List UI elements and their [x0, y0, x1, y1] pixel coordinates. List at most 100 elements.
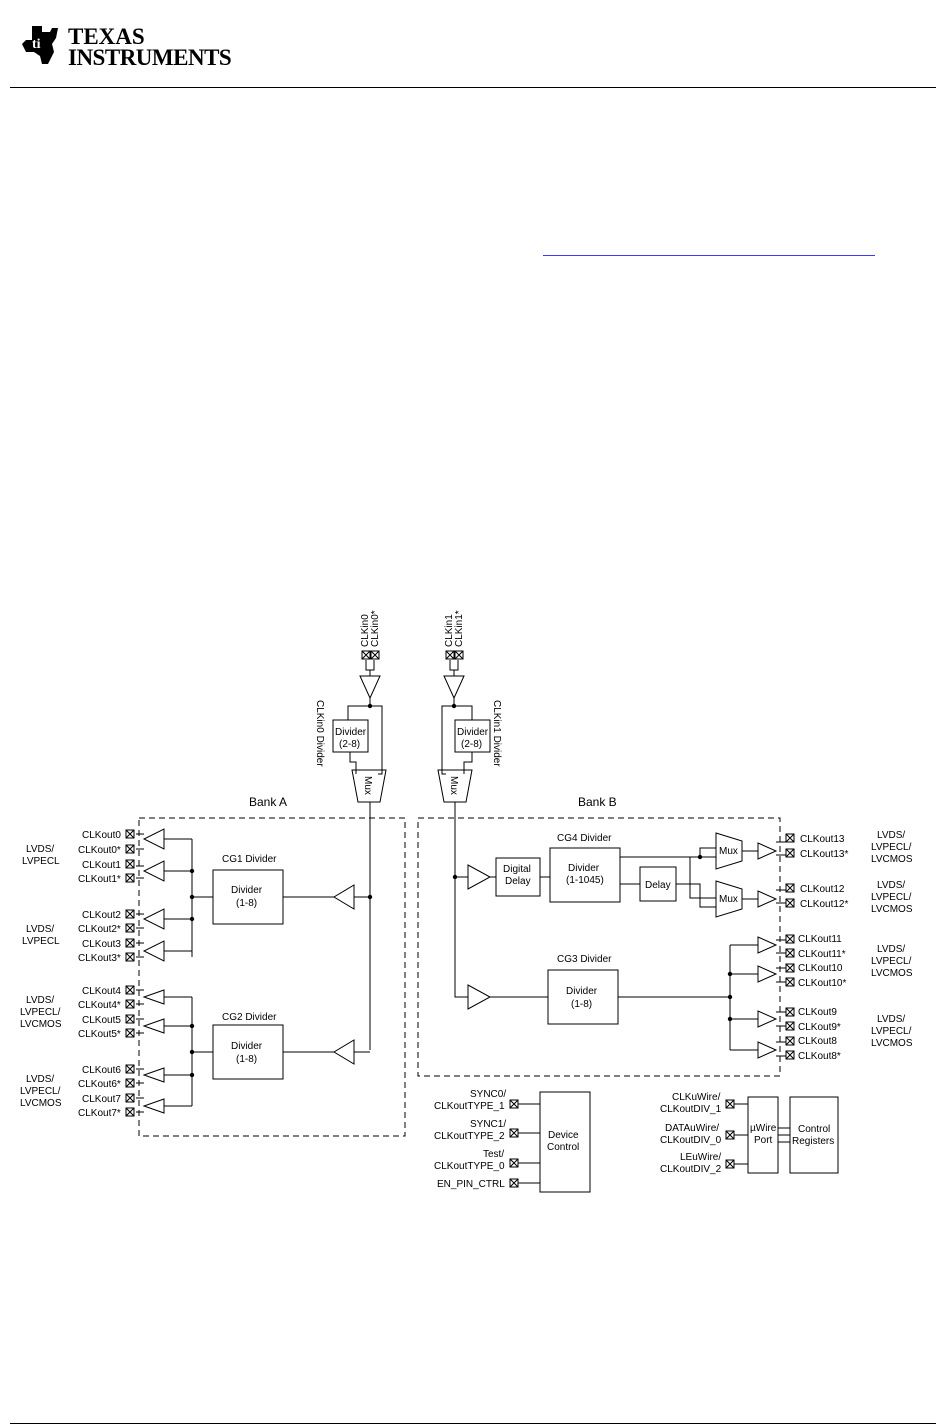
uwire-text2: Port	[754, 1135, 773, 1146]
clkout4n-label: CLKout4*	[78, 1000, 121, 1011]
clkout2-label: CLKout2	[82, 910, 121, 921]
control-registers-text2: Registers	[792, 1136, 834, 1147]
clkout12-mux	[715, 880, 743, 918]
cg2-divider-label: CG2 Divider	[222, 1012, 277, 1023]
clkout2n-label: CLKout2*	[78, 924, 121, 935]
cg1-divider-box	[212, 869, 284, 925]
bank-b-type2-line2: LVPECL/	[871, 892, 912, 903]
clkout6-label: CLKout6	[82, 1065, 121, 1076]
cg3-divider-label: CG3 Divider	[557, 954, 612, 965]
clkout8-label: CLKout8	[798, 1036, 837, 1047]
clkin0n-pin-label: CLKin0*	[370, 610, 381, 647]
clkin1n-pin-label: CLKin1*	[454, 610, 465, 647]
bank-b-type2-line1: LVDS/	[877, 880, 905, 891]
cg2-divider-range: (1-8)	[236, 1054, 257, 1065]
device-control-text2: Control	[547, 1142, 579, 1153]
clkout13n-label: CLKout13*	[800, 849, 848, 860]
bank-b-type3-line3: LVCMOS	[871, 968, 913, 979]
clkout4-label: CLKout4	[82, 986, 121, 997]
digital-delay-text2: Delay	[505, 876, 531, 887]
bank-a-type1-line2: LVPECL	[22, 856, 60, 867]
clkout12n-label: CLKout12*	[800, 899, 848, 910]
bank-a-type4-line1: LVDS/	[26, 1074, 54, 1085]
clkout13-mux	[715, 832, 743, 870]
clkout11n-label: CLKout11*	[798, 949, 846, 960]
cg4-divider-text: Divider	[568, 863, 600, 874]
bank-a-type1-line1: LVDS/	[26, 844, 54, 855]
clkin0-divider-label: CLKin0 Divider	[314, 700, 325, 767]
clkout10-label: CLKout10	[798, 963, 843, 974]
cg3-input-buffer	[467, 984, 492, 1010]
bank-b-label: Bank B	[578, 795, 617, 809]
sync0-label2: CLKoutTYPE_1	[434, 1101, 505, 1112]
cg1-divider-range: (1-8)	[236, 898, 257, 909]
cg3-divider-box	[547, 969, 619, 1025]
clkin0-buffer	[359, 675, 381, 700]
sync0-label1: SYNC0/	[470, 1089, 506, 1100]
clkout0-label: CLKout0	[82, 830, 121, 841]
clkout1-label: CLKout1	[82, 860, 121, 871]
clkout5n-label: CLKout5*	[78, 1029, 121, 1040]
cg4-divider-range: (1-1045)	[566, 875, 604, 886]
sync1-label1: SYNC1/	[470, 1119, 506, 1130]
clkuwire-label2: CLKoutDIV_1	[660, 1104, 722, 1115]
device-control-text1: Device	[548, 1130, 579, 1141]
clkin0-divider-text: Divider	[335, 727, 367, 738]
clkin0-divider-range: (2-8)	[339, 739, 360, 750]
leuwire-label1: LEuWire/	[680, 1152, 721, 1163]
leuwire-label2: CLKoutDIV_2	[660, 1164, 722, 1175]
mux12-label: Mux	[719, 894, 738, 905]
bank-a-type3-line2: LVPECL/	[20, 1007, 61, 1018]
clkout8n-label: CLKout8*	[798, 1051, 841, 1062]
uwire-text1: µWire	[750, 1123, 777, 1134]
junction-dots	[189, 703, 733, 1078]
digital-delay-text1: Digital	[503, 864, 531, 875]
datauwire-label2: CLKoutDIV_0	[660, 1135, 722, 1146]
header-rule	[10, 87, 936, 88]
cg1-divider-label: CG1 Divider	[222, 854, 277, 865]
test-label1: Test/	[483, 1149, 504, 1160]
bank-b-type1-line3: LVCMOS	[871, 854, 913, 865]
clkout1n-label: CLKout1*	[78, 874, 121, 885]
clkout10n-label: CLKout10*	[798, 978, 846, 989]
bank-b-type4-line2: LVPECL/	[871, 1026, 912, 1037]
logo-line2: Instruments	[68, 45, 232, 70]
clkout13-label: CLKout13	[800, 834, 845, 845]
datauwire-label1: DATAuWire/	[665, 1123, 719, 1134]
logo-wordmark: Texas Instruments	[68, 25, 232, 70]
clkin1-divider-range: (2-8)	[461, 739, 482, 750]
clkout12-label: CLKout12	[800, 884, 845, 895]
sync1-label2: CLKoutTYPE_2	[434, 1131, 505, 1142]
ti-logo: ti Texas Instruments	[18, 22, 238, 72]
mux13-label: Mux	[719, 846, 738, 857]
clkout9-label: CLKout9	[798, 1007, 837, 1018]
page-header: ti Texas Instruments	[0, 0, 946, 95]
clkin0-mux	[351, 769, 387, 803]
bank-a-type3-line3: LVCMOS	[20, 1019, 62, 1030]
bank-b-type1-line1: LVDS/	[877, 830, 905, 841]
bank-b-type1-line2: LVPECL/	[871, 842, 912, 853]
clkin0-pin-label: CLKin0	[360, 614, 371, 647]
delay-text: Delay	[645, 880, 671, 891]
clkuwire-label1: CLKuWire/	[672, 1092, 721, 1103]
cg1-input-buffer	[333, 884, 355, 910]
bank-a-type2-line2: LVPECL	[22, 936, 60, 947]
svg-text:ti: ti	[32, 37, 41, 52]
clkin1-divider-label: CLKin1 Divider	[491, 700, 502, 767]
clkout7-label: CLKout7	[82, 1094, 121, 1105]
cg4-input-buffer	[467, 864, 492, 890]
cg3-divider-range: (1-8)	[571, 999, 592, 1010]
cg4-divider-label: CG4 Divider	[557, 833, 612, 844]
device-control-box	[539, 1091, 591, 1193]
control-registers-box	[789, 1096, 839, 1174]
clkin1-mux-label: Mux	[448, 776, 459, 795]
bank-b-type2-line3: LVCMOS	[871, 904, 913, 915]
hyperlink-underline[interactable]	[543, 255, 875, 256]
test-label2: CLKoutTYPE_0	[434, 1161, 505, 1172]
clkout3n-label: CLKout3*	[78, 953, 121, 964]
cg3-divider-text: Divider	[566, 986, 598, 997]
bank-a-type4-line3: LVCMOS	[20, 1098, 62, 1109]
clkout5-label: CLKout5	[82, 1015, 121, 1026]
bank-b-type3-line1: LVDS/	[877, 944, 905, 955]
